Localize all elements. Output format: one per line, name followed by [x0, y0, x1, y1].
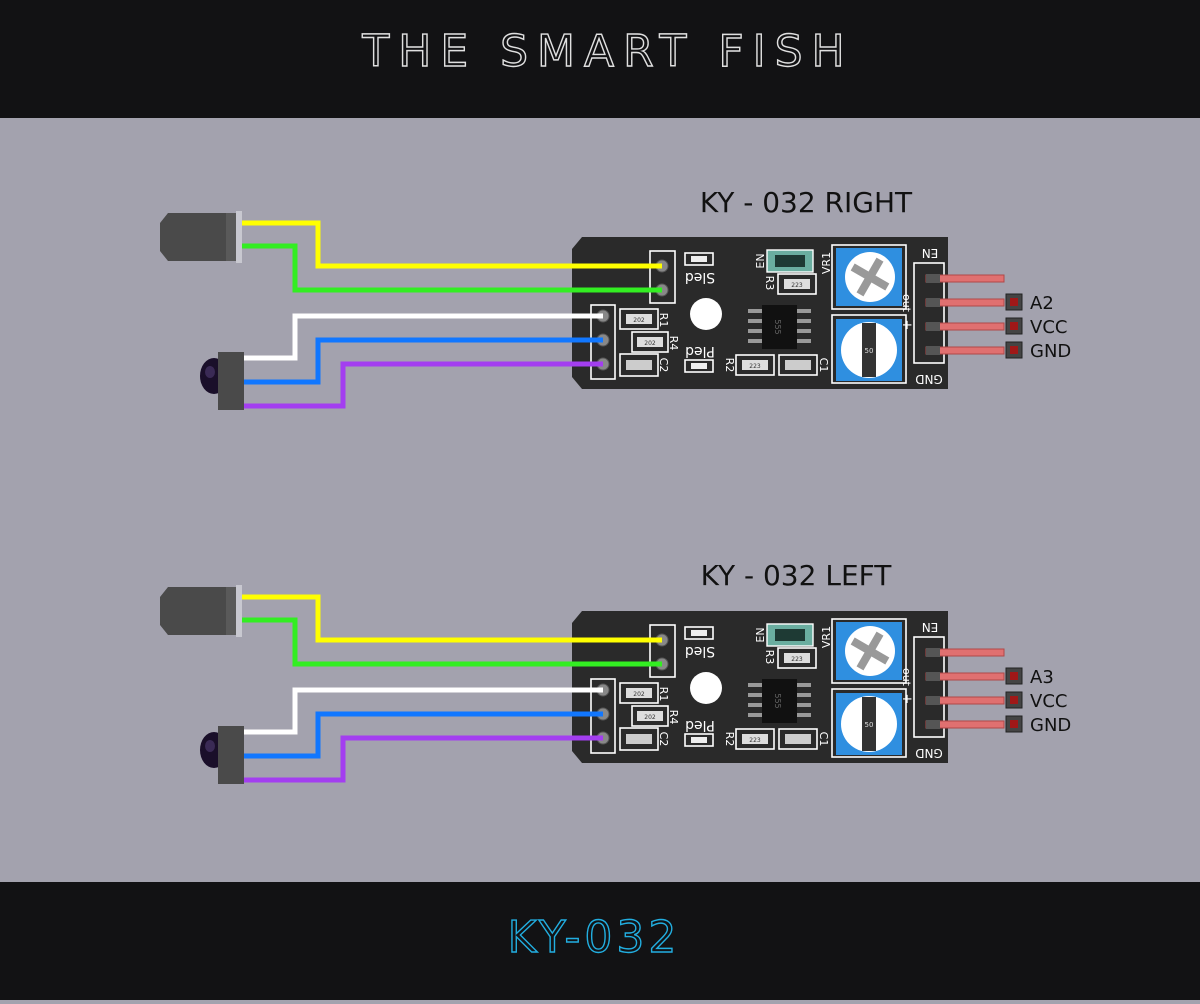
- label-r4: R4: [667, 336, 680, 351]
- pin-label-signal: A3: [1030, 667, 1054, 688]
- footer-title-svg: KY-032: [507, 911, 681, 963]
- pcb-board-right: EN GND out + Sled Pled R1 R4 C2 R2 C1 R3…: [571, 236, 1071, 390]
- r3-code: 223: [791, 282, 803, 289]
- label-plus: +: [899, 694, 914, 705]
- header-title-svg: THE SMART FISH: [361, 25, 853, 77]
- pin-label-vcc: VCC: [1030, 691, 1067, 712]
- label-sled: Sled: [685, 269, 715, 285]
- pin-label-vcc: VCC: [1030, 317, 1067, 338]
- ir-receiver-left: [200, 726, 244, 784]
- label-plus: +: [899, 320, 914, 331]
- label-c1: C1: [817, 358, 830, 373]
- r1-code: 202: [633, 317, 645, 324]
- label-en-jumper: EN: [754, 253, 767, 268]
- label-vr1: VR1: [820, 252, 833, 274]
- r3-code: 223: [791, 656, 803, 663]
- wire-purple: [242, 735, 603, 783]
- module-right: KY - 032 RIGHT EN GND out + Sled Pled R1…: [160, 186, 1071, 410]
- wire-white: [242, 687, 603, 735]
- wire-yellow: [242, 594, 662, 643]
- label-en: EN: [922, 246, 939, 260]
- pin-label-gnd: GND: [1030, 341, 1071, 362]
- label-sled: Sled: [685, 643, 715, 659]
- ir-emitter-left: [160, 585, 242, 637]
- r2-code: 223: [749, 363, 761, 370]
- wire-white: [242, 313, 603, 361]
- pcb-board-left: EN GND out + Sled Pled R1 R4 C2 R2 C1 R3…: [571, 610, 1071, 764]
- label-vr1: VR1: [820, 626, 833, 648]
- pin-label-gnd: GND: [1030, 715, 1071, 736]
- label-c2: C2: [657, 732, 670, 747]
- ic-code: 555: [773, 319, 782, 334]
- label-c2: C2: [657, 358, 670, 373]
- label-en: EN: [922, 620, 939, 634]
- label-c1: C1: [817, 732, 830, 747]
- page-title: THE SMART FISH: [361, 26, 853, 77]
- module-title: KY - 032 RIGHT: [700, 186, 913, 219]
- label-r1: R1: [657, 687, 670, 702]
- wiring-diagram: KY - 032 RIGHT EN GND out + Sled Pled R1…: [160, 186, 1071, 784]
- label-r2: R2: [723, 732, 736, 747]
- r4-code: 202: [644, 714, 656, 721]
- label-gnd: GND: [915, 746, 943, 760]
- cap-code: 50: [865, 347, 874, 355]
- label-out: out: [900, 668, 913, 687]
- wire-purple: [242, 361, 603, 409]
- label-r4: R4: [667, 710, 680, 725]
- header-bar: THE SMART FISH: [0, 0, 1200, 118]
- footer-title: KY-032: [508, 912, 681, 963]
- cap-code: 50: [865, 721, 874, 729]
- label-r3: R3: [763, 276, 776, 291]
- wire-green: [242, 617, 662, 667]
- module-title: KY - 032 LEFT: [701, 559, 893, 592]
- ir-receiver-right: [200, 352, 244, 410]
- label-pled: Pled: [685, 717, 715, 733]
- ir-emitter-right: [160, 211, 242, 263]
- wire-green: [242, 243, 662, 293]
- r4-code: 202: [644, 340, 656, 347]
- label-r3: R3: [763, 650, 776, 665]
- label-out: out: [900, 294, 913, 313]
- footer-bar: KY-032: [0, 882, 1200, 1000]
- diagram-canvas: KY - 032 RIGHT EN GND out + Sled Pled R1…: [0, 118, 1200, 882]
- wire-blue: [242, 711, 603, 759]
- label-r1: R1: [657, 313, 670, 328]
- r1-code: 202: [633, 691, 645, 698]
- label-r2: R2: [723, 358, 736, 373]
- pin-label-signal: A2: [1030, 293, 1054, 314]
- label-pled: Pled: [685, 343, 715, 359]
- wire-yellow: [242, 220, 662, 269]
- ic-code: 555: [773, 693, 782, 708]
- label-en-jumper: EN: [754, 627, 767, 642]
- r2-code: 223: [749, 737, 761, 744]
- wires-left: [242, 594, 662, 783]
- label-gnd: GND: [915, 372, 943, 386]
- module-left: KY - 032 LEFT EN GND out + Sled Pled R1 …: [160, 559, 1071, 784]
- wires-right: [242, 220, 662, 409]
- wire-blue: [242, 337, 603, 385]
